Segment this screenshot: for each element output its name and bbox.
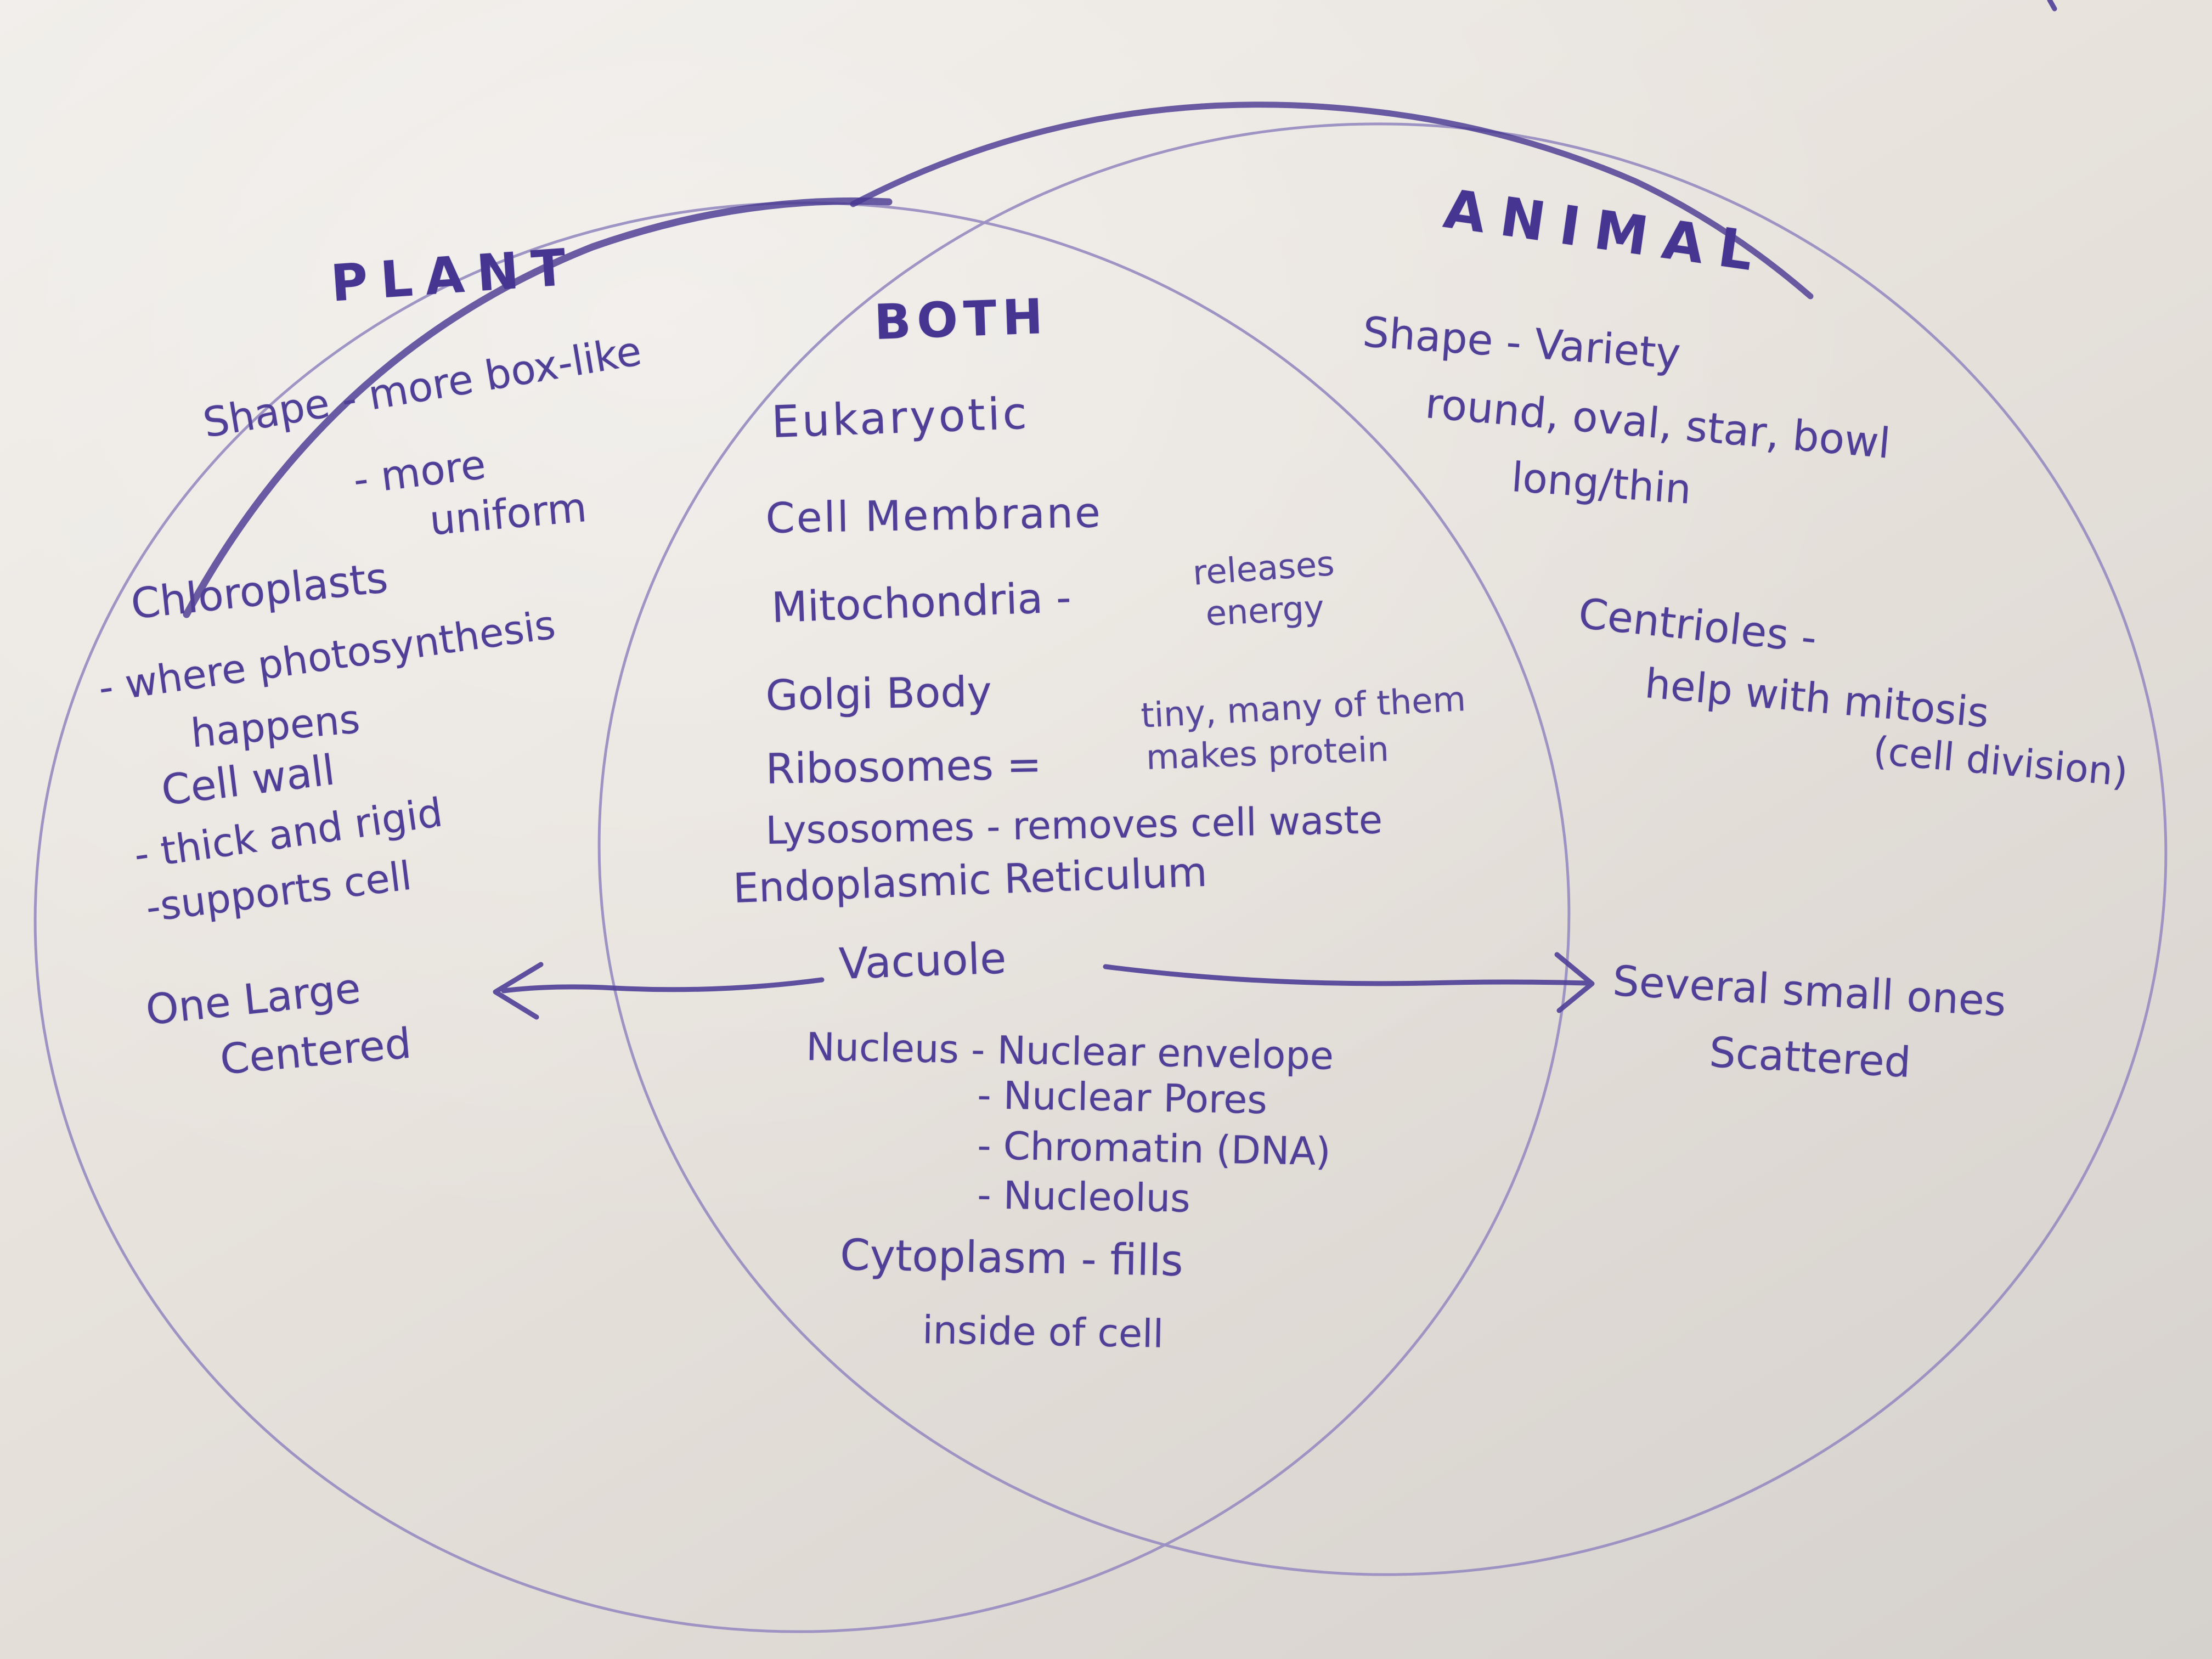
both-ribosomes: Ribosomes = bbox=[765, 740, 1042, 793]
stray-mark-top-right bbox=[2047, 0, 2057, 12]
both-nucleus-line2: - Nuclear Pores bbox=[977, 1073, 1268, 1123]
animal-circle-top-stroke bbox=[850, 101, 1814, 300]
both-cytoplasm-line1: Cytoplasm - fills bbox=[839, 1231, 1184, 1286]
plant-circle-top-stroke bbox=[183, 197, 893, 618]
both-nucleus-line4: - Nucleolus bbox=[977, 1172, 1191, 1221]
both-label: BOTH bbox=[873, 287, 1050, 351]
vacuole-arrow-right bbox=[1103, 952, 1595, 1013]
both-cell-membrane: Cell Membrane bbox=[765, 488, 1103, 543]
both-ribosomes-note-line2: makes protein bbox=[1145, 729, 1390, 777]
vacuole-arrow-left bbox=[493, 962, 825, 1020]
both-eukaryotic: Eukaryotic bbox=[770, 387, 1030, 448]
both-nucleus-line1: Nucleus - Nuclear envelope bbox=[805, 1024, 1334, 1079]
both-mitochondria-note-line1: releases bbox=[1191, 543, 1336, 593]
both-mitochondria: Mitochondria - bbox=[770, 572, 1072, 632]
animal-vacuole-line2: Scattered bbox=[1708, 1028, 1912, 1087]
both-lysosomes: Lysosomes - removes cell waste bbox=[765, 797, 1383, 853]
both-vacuole: Vacuole bbox=[838, 934, 1007, 989]
both-cytoplasm-line2: inside of cell bbox=[922, 1307, 1164, 1357]
both-golgi-body: Golgi Body bbox=[765, 667, 992, 720]
animal-circle bbox=[597, 122, 2168, 1576]
both-mitochondria-note-line2: energy bbox=[1204, 587, 1325, 634]
both-nucleus-line3: - Chromatin (DNA) bbox=[977, 1123, 1331, 1175]
